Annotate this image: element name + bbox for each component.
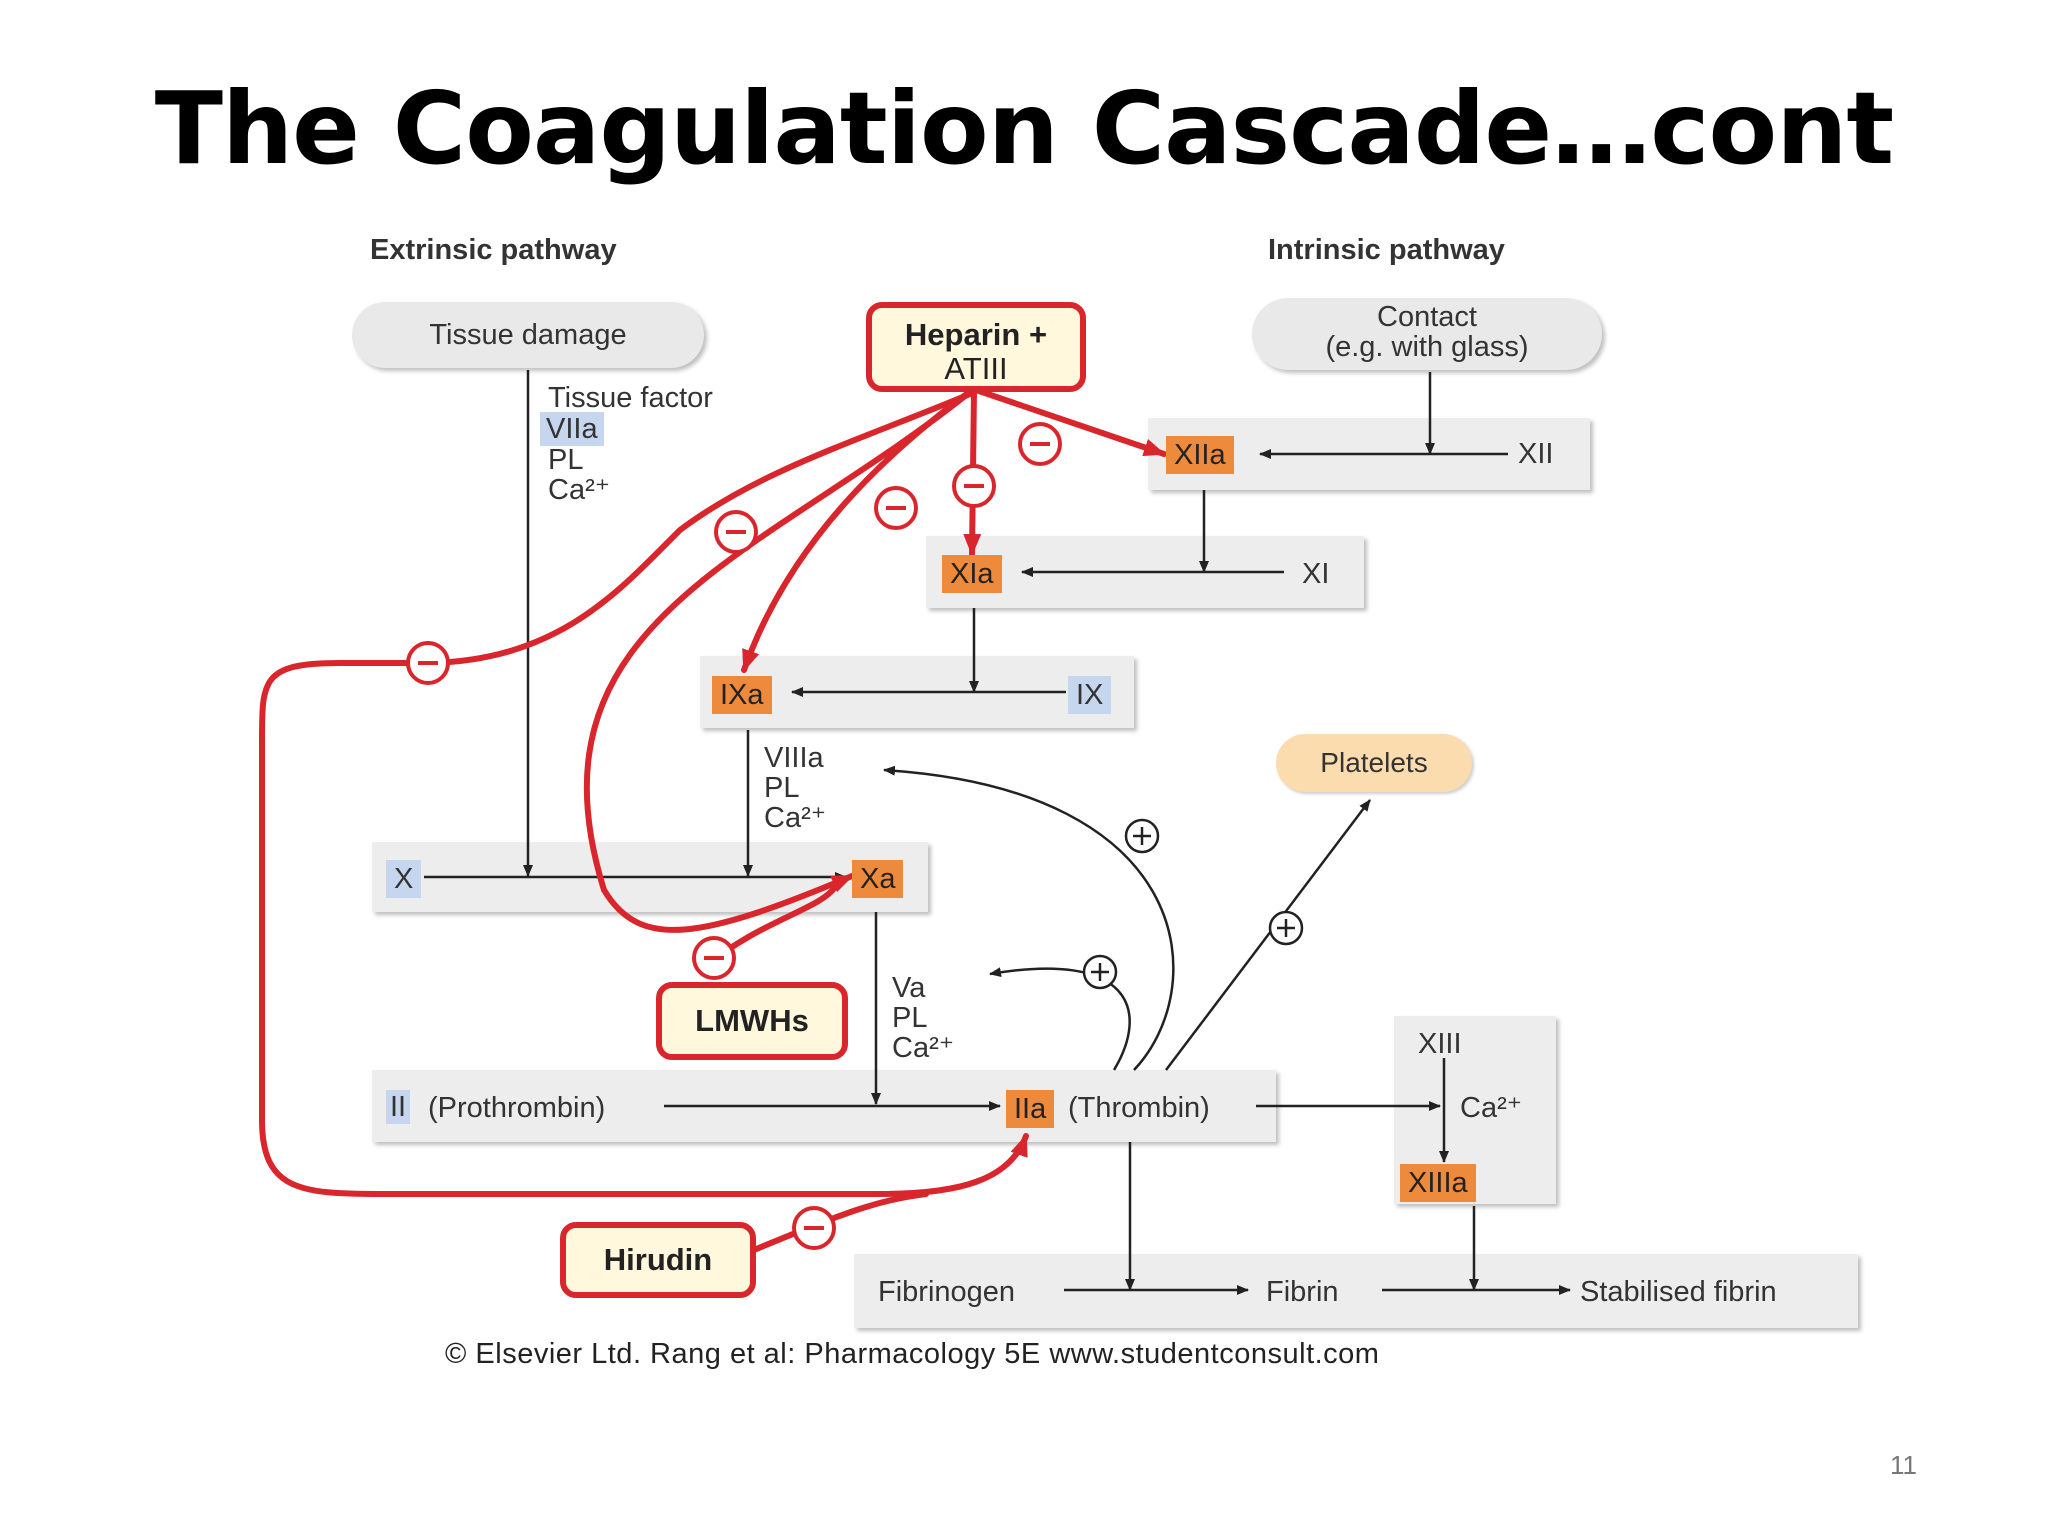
fibrin-label: Fibrin (1266, 1276, 1339, 1308)
ixa-label: IXa (712, 676, 772, 714)
va-label: Va (892, 972, 926, 1004)
xiii-ca-label: Ca²⁺ (1460, 1092, 1523, 1124)
prothrombin-label: (Prothrombin) (428, 1092, 606, 1124)
intrinsic-ca-label: Ca²⁺ (764, 802, 827, 834)
extrinsic-pl-label: PL (548, 444, 584, 476)
intrinsic-pathway-label: Intrinsic pathway (1268, 234, 1505, 266)
xiiia-label: XIIIa (1400, 1164, 1476, 1202)
viiia-label: VIIIa (764, 742, 824, 774)
thrombin-label: (Thrombin) (1068, 1092, 1210, 1124)
contact-node: Contact (e.g. with glass) (1252, 298, 1602, 370)
intrinsic-pl-label: PL (764, 772, 800, 804)
hirudin-inhibits-iia (751, 1191, 929, 1253)
contact-label: Contact (1377, 301, 1477, 333)
ii-label: II (386, 1090, 411, 1124)
platelets-node: Platelets (1276, 734, 1472, 792)
heparin-inhibits-xiia (973, 387, 1167, 457)
stabilised-fibrin-label: Stabilised fibrin (1580, 1276, 1777, 1308)
platelets-label: Platelets (1320, 747, 1428, 778)
xii-label: XII (1518, 438, 1554, 470)
ix-label: IX (1068, 676, 1112, 714)
heparin-inhibits-xa (583, 389, 973, 933)
extrinsic-ca-label: Ca²⁺ (548, 474, 611, 506)
heparin-label: Heparin + (904, 317, 1048, 352)
xi-label: XI (1302, 558, 1330, 590)
common-pl-label: PL (892, 1002, 928, 1034)
extrinsic-pathway-label: Extrinsic pathway (370, 234, 617, 266)
tissue-damage-node: Tissue damage (352, 302, 704, 368)
xia-label: XIa (942, 555, 1002, 593)
fibrin-box (854, 1254, 1858, 1328)
heparin-inhibits-iia (259, 391, 1029, 1197)
tissue-factor-label: Tissue factor (548, 382, 713, 414)
xiia-label: XIIa (1166, 436, 1234, 474)
contact-example-label: (e.g. with glass) (1325, 331, 1529, 363)
atiii-label: ATIII (944, 351, 1008, 386)
page-number: 11 (1890, 1450, 1917, 1480)
thrombin-to-platelets-arrow (1165, 799, 1371, 1071)
x-label: X (386, 860, 422, 898)
thrombin-feedback-va-arrow (989, 967, 1131, 1071)
common-ca-label: Ca²⁺ (892, 1032, 955, 1064)
xiii-label: XIII (1418, 1028, 1462, 1060)
heparin-inhibits-ixa (741, 387, 975, 673)
hirudin-box: Hirudin (560, 1222, 756, 1298)
lmwhs-box: LMWHs (656, 982, 848, 1060)
iia-label: IIa (1006, 1090, 1055, 1128)
hirudin-label: Hirudin (603, 1242, 713, 1277)
slide-title: The Coagulation Cascade…cont (154, 70, 1894, 187)
viia-label: VIIa (540, 412, 604, 446)
lmwhs-label: LMWHs (695, 1003, 809, 1038)
copyright-caption: © Elsevier Ltd. Rang et al: Pharmacology… (445, 1338, 1380, 1370)
thrombin-feedback-viiia-arrow (883, 765, 1175, 1071)
xa-label: Xa (852, 860, 904, 898)
heparin-atiii-box: Heparin + ATIII (866, 302, 1086, 392)
fibrinogen-label: Fibrinogen (878, 1276, 1016, 1308)
tissue-damage-label: Tissue damage (429, 319, 627, 351)
